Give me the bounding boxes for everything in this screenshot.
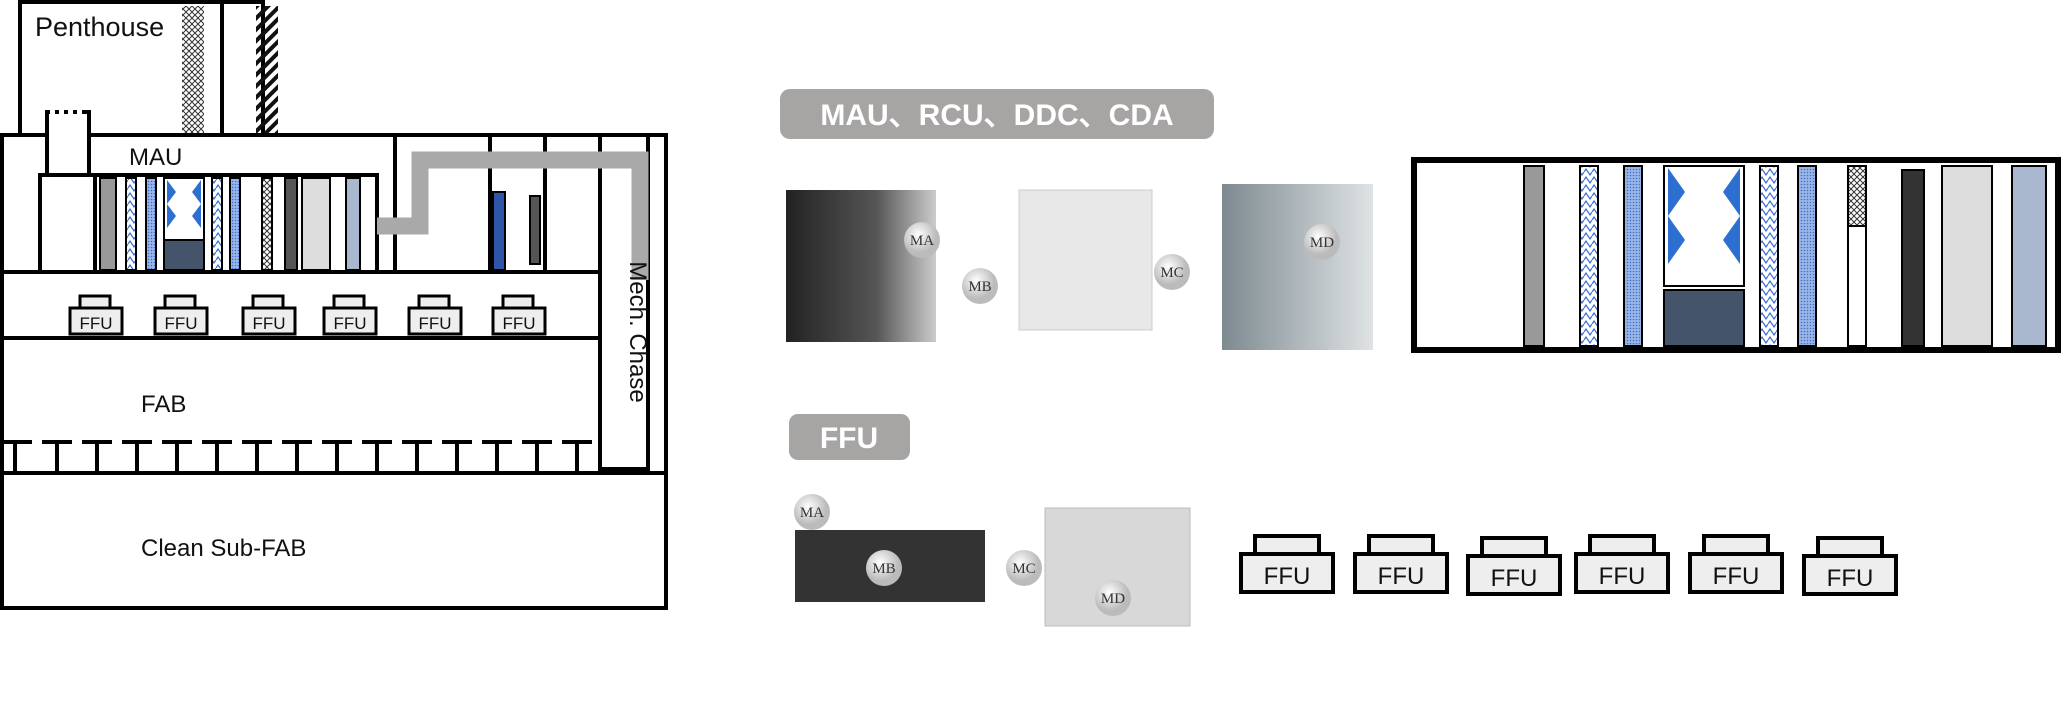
bubble-ma: MA bbox=[910, 233, 934, 249]
mau-detail-unit bbox=[1411, 157, 2061, 353]
bubble-mc: MC bbox=[1160, 265, 1183, 281]
bubble-md: MD bbox=[1101, 591, 1125, 607]
sub-fab-label: Clean Sub-FAB bbox=[141, 535, 306, 562]
svg-text:FFU: FFU bbox=[1827, 565, 1874, 592]
mau-section-label: MAU、RCU、DDC、CDA bbox=[780, 89, 1214, 139]
ffu-unit: FFU bbox=[1802, 536, 1898, 596]
ffu-filter-images: MA MB MC MD bbox=[794, 494, 1191, 627]
svg-text:FFU: FFU bbox=[252, 314, 285, 333]
svg-text:MAU、RCU、DDC、CDA: MAU、RCU、DDC、CDA bbox=[820, 99, 1173, 132]
ffu-unit: FFU bbox=[68, 294, 124, 336]
bubble-mb: MB bbox=[872, 561, 895, 577]
penthouse-label: Penthouse bbox=[35, 12, 164, 42]
filter-md-image bbox=[1222, 184, 1373, 350]
ffu-unit: FFU bbox=[153, 294, 209, 336]
filter-ma-image bbox=[786, 190, 936, 342]
bubble-md: MD bbox=[1310, 235, 1334, 251]
ffu-unit: FFU bbox=[1353, 534, 1449, 594]
raised-floor-posts bbox=[13, 442, 579, 471]
filter-mc-image bbox=[1018, 189, 1153, 331]
ffu-unit: FFU bbox=[1239, 534, 1335, 594]
ffu-unit: FFU bbox=[1466, 536, 1562, 596]
bubble-mb: MB bbox=[968, 279, 991, 295]
bubble-ma: MA bbox=[800, 505, 824, 521]
ffu-row: FFU FFU FFU FFU FFU FFU bbox=[1239, 534, 1898, 596]
fab-label: FAB bbox=[141, 391, 186, 418]
ffu-unit: FFU bbox=[1688, 534, 1784, 594]
svg-text:FFU: FFU bbox=[1599, 563, 1646, 590]
ffu-unit: FFU bbox=[407, 294, 463, 336]
svg-text:FFU: FFU bbox=[164, 314, 197, 333]
mau-unit-components bbox=[93, 175, 541, 272]
svg-text:FFU: FFU bbox=[333, 314, 366, 333]
building-ffu-row: FFU FFU FFU FFU FFU FFU bbox=[68, 294, 547, 336]
svg-text:FFU: FFU bbox=[418, 314, 451, 333]
ffu-unit: FFU bbox=[1574, 534, 1670, 594]
svg-text:FFU: FFU bbox=[820, 422, 878, 455]
mau-label: MAU bbox=[129, 144, 182, 171]
svg-text:FFU: FFU bbox=[1378, 563, 1425, 590]
svg-text:FFU: FFU bbox=[1713, 563, 1760, 590]
supply-duct bbox=[377, 151, 649, 280]
svg-text:FFU: FFU bbox=[1491, 565, 1538, 592]
ffu-unit: FFU bbox=[322, 294, 378, 336]
svg-text:FFU: FFU bbox=[79, 314, 112, 333]
svg-text:FFU: FFU bbox=[502, 314, 535, 333]
svg-text:FFU: FFU bbox=[1264, 563, 1311, 590]
ffu-unit: FFU bbox=[491, 294, 547, 336]
mau-filter-images: MA MB MC MD bbox=[786, 184, 1373, 350]
ffu-section-label: FFU bbox=[789, 414, 910, 460]
ffu-unit: FFU bbox=[241, 294, 297, 336]
mech-chase-label: Mech. Chase bbox=[624, 261, 651, 402]
bubble-mc: MC bbox=[1012, 561, 1035, 577]
